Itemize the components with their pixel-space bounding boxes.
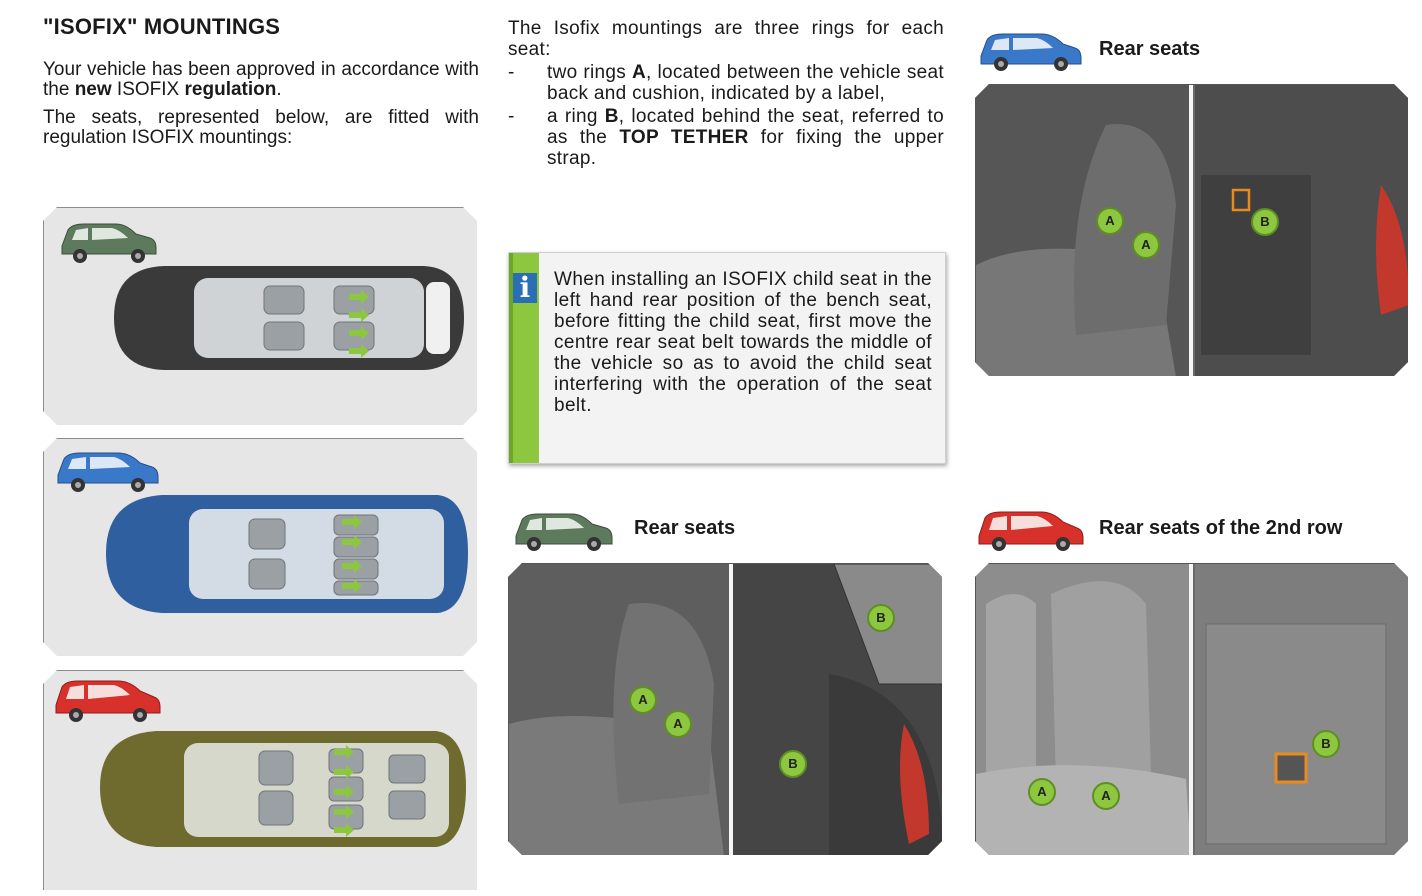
badge-a: A (1028, 778, 1056, 806)
info-text: When installing an ISOFIX child seat in … (554, 269, 932, 416)
top-view-olive (43, 670, 477, 890)
mountings-lead: The Isofix mountings are three rings for… (508, 18, 944, 60)
photo-blue-rear-seats: A A B (975, 84, 1408, 376)
red-car-icon (55, 680, 161, 722)
mountings-list: -two rings A, located between the vehicl… (508, 62, 944, 169)
red-car-icon (978, 511, 1084, 551)
top-view-green (43, 207, 477, 425)
badge-b: B (1251, 208, 1279, 236)
badge-a: A (1132, 231, 1160, 259)
top-view-blue (43, 438, 477, 656)
list-item-ring-b: -a ring B, located behind the seat, refe… (508, 106, 945, 169)
photo-red-2nd-row: A A B (975, 563, 1408, 855)
photo-divider (729, 564, 733, 855)
info-bar-edge (509, 253, 513, 463)
olive-car-top-view (55, 680, 466, 847)
badge-a: A (1092, 782, 1120, 810)
badge-b: B (867, 604, 895, 632)
green-car-top-view (61, 223, 464, 370)
badge-a: A (629, 686, 657, 714)
green-car-icon (515, 513, 613, 551)
page-title: "ISOFIX" MOUNTINGS (43, 14, 281, 39)
badge-b: B (779, 750, 807, 778)
intro-paragraph-2: The seats, represented below, are fitted… (43, 107, 479, 148)
green-rear-seats-illustration (509, 564, 942, 855)
section-title-red: Rear seats of the 2nd row (1099, 517, 1343, 539)
badge-b: B (1312, 730, 1340, 758)
info-note: i When installing an ISOFIX child seat i… (508, 252, 946, 464)
green-car-icon (61, 223, 157, 263)
blue-rear-seats-illustration (976, 85, 1408, 376)
section-title-green: Rear seats (634, 517, 736, 539)
section-title-blue: Rear seats (1099, 38, 1201, 60)
blue-car-top-view (57, 452, 468, 613)
blue-car-icon (980, 33, 1082, 71)
blue-car-icon (57, 452, 159, 492)
photo-green-rear-seats: A A B B (508, 563, 942, 855)
list-item-ring-a: -two rings A, located between the vehicl… (508, 62, 944, 104)
intro-paragraph-1: Your vehicle has been approved in accord… (43, 59, 479, 100)
badge-a: A (664, 710, 692, 738)
info-icon: i (513, 273, 537, 303)
photo-divider (1189, 564, 1193, 855)
intro-text: Your vehicle has been approved in accord… (43, 60, 479, 156)
badge-a: A (1096, 207, 1124, 235)
photo-divider (1189, 85, 1193, 376)
mountings-description: The Isofix mountings are three rings for… (508, 18, 944, 169)
